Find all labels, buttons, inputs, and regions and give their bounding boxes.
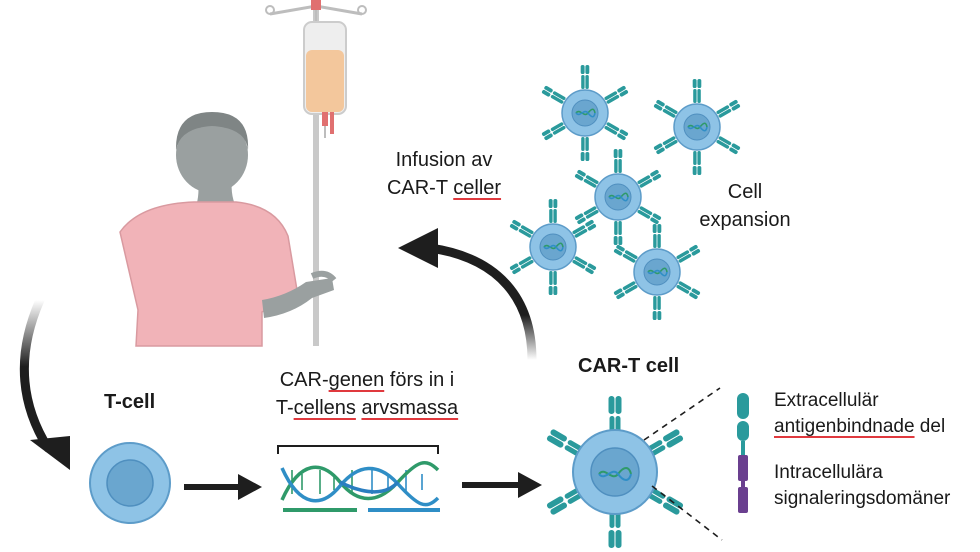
- t-cell-label: T-cell: [104, 391, 156, 413]
- expanded-cell: [541, 65, 628, 161]
- dna-helix: [277, 445, 440, 512]
- patient: [119, 112, 337, 347]
- intracellular-line1: Intracellulära: [774, 462, 883, 483]
- car-gene-line2-underlined-b: arvsmassa: [361, 397, 459, 419]
- iv-pole: [265, 0, 367, 346]
- car-gene-line1-underlined: genen: [328, 369, 385, 391]
- expansion-line1: Cell: [727, 181, 763, 203]
- iv-bag: [303, 10, 347, 138]
- car-gene-line2-underlined-a: cellens: [293, 397, 356, 419]
- extracellular-label: Extracellulär antigenbindnade del: [774, 388, 945, 440]
- car-t-cell: [545, 396, 685, 548]
- car-gene-line1-suffix: förs in i: [384, 369, 455, 391]
- extracellular-suffix: del: [914, 416, 946, 437]
- arrow-tcell-to-dna: [184, 474, 262, 500]
- receptor-schematic: [737, 393, 749, 513]
- extracellular-underlined: antigenbindnade: [774, 416, 915, 437]
- expanded-cell: [613, 224, 700, 320]
- arrow-dna-to-cart: [462, 472, 542, 498]
- infusion-line1: Infusion av: [395, 149, 493, 171]
- car-t-cell-label: CAR-T cell: [578, 355, 680, 377]
- expanded-cell: [653, 79, 740, 175]
- intracellular-label: Intracellulära signaleringsdomäner: [774, 460, 950, 512]
- car-gene-label: CAR-genen förs in i T-cellens arvsmassa: [248, 366, 486, 422]
- expanded-cell: [574, 149, 661, 245]
- arrow-cart-to-infusion: [398, 228, 537, 365]
- infusion-line2-underlined: celler: [453, 177, 502, 199]
- infusion-line2-prefix: CAR-T: [386, 177, 454, 199]
- t-cell: [89, 442, 171, 524]
- infusion-label: Infusion av CAR-T celler: [378, 146, 510, 202]
- car-gene-line1-prefix: CAR-: [279, 369, 329, 391]
- zoom-lines: [643, 387, 723, 541]
- expansion-label: Cell expansion: [690, 178, 800, 234]
- arrow-patient-to-tcell: [19, 295, 70, 470]
- extracellular-line2: antigenbindnade del: [774, 414, 945, 440]
- intracellular-line2: signaleringsdomäner: [774, 488, 951, 509]
- infusion-line2: CAR-T celler: [378, 174, 510, 202]
- car-gene-line2-prefix: T-: [275, 397, 294, 419]
- extracellular-line1: Extracellulär: [774, 390, 879, 411]
- car-gene-line1: CAR-genen förs in i: [248, 366, 486, 394]
- expanded-cell: [509, 199, 596, 295]
- expansion-line2: expansion: [699, 209, 791, 231]
- car-gene-line2: T-cellens arvsmassa: [248, 394, 486, 422]
